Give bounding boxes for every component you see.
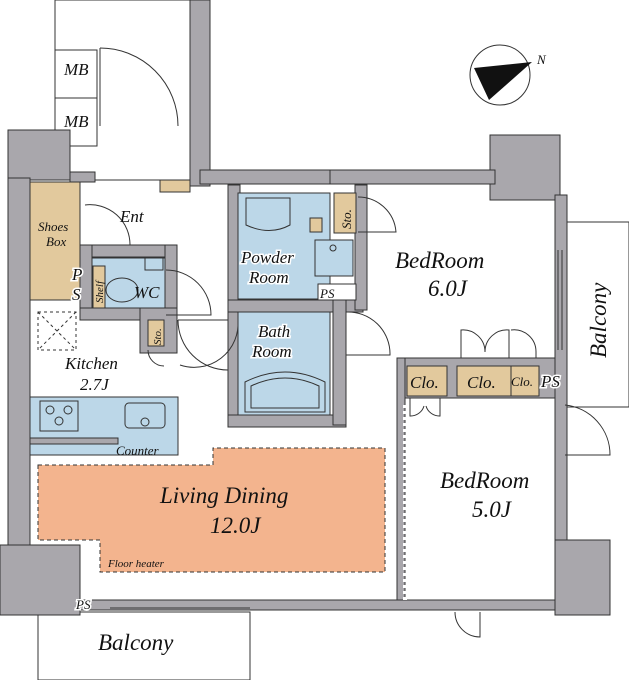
kitchen-size: 2.7J (80, 375, 110, 394)
sto-wc (147, 319, 165, 347)
washbasin-icon (245, 197, 291, 231)
kitchen-name: Kitchen (64, 354, 118, 373)
compass-icon: N (469, 44, 547, 106)
mb-lower-label: MB (63, 112, 89, 131)
balcony-bottom-label: Balcony (98, 630, 174, 655)
meter-box-upper (54, 49, 98, 99)
floor-heater-label: Floor heater (107, 558, 165, 570)
hall-door[interactable] (177, 319, 229, 371)
bath-door-swing (179, 319, 239, 368)
ps-bottom-label: PS (75, 597, 91, 612)
shelf-label: Shelf (94, 279, 106, 303)
living-dining-size: 12.0J (210, 513, 262, 538)
burner-icon (63, 405, 73, 415)
bedroom1-size: 6.0J (428, 276, 469, 301)
bath-room-label-2: Room (251, 342, 292, 361)
bedroom2-name: BedRoom (440, 468, 529, 493)
wc-shelf (92, 265, 106, 309)
closet-2-label: Clo. (467, 373, 496, 392)
sto-powder (333, 192, 357, 234)
entrance-door[interactable] (84, 204, 131, 246)
ps-left-p: P (71, 265, 82, 284)
burner-icon (54, 416, 64, 426)
shoes-box-label-1: Shoes (38, 219, 68, 234)
counter-wall (29, 437, 119, 445)
balcony-door[interactable] (564, 404, 611, 456)
living-dining-name: Living Dining (159, 483, 288, 508)
bedroom1-name: BedRoom (395, 248, 484, 273)
vent-cross-icon (37, 311, 77, 351)
closet-1-doors[interactable] (409, 398, 441, 417)
compass-north-label: N (536, 52, 547, 67)
toilet-tank-icon (144, 257, 164, 271)
toilet-icon (105, 277, 139, 303)
window-bottom (110, 607, 250, 613)
bathtub-icon (244, 371, 326, 413)
powder-room-label-2: Room (248, 268, 289, 287)
kitchen-counter (29, 396, 179, 456)
bathtub-inner-icon (250, 377, 320, 409)
bedroom2-size: 5.0J (472, 497, 513, 522)
bedroom1-door[interactable] (345, 311, 391, 356)
closet-3-label: Clo. (511, 374, 533, 389)
closet-1 (406, 365, 448, 397)
balcony-right (564, 221, 629, 408)
powder-shelf (309, 217, 323, 233)
sto-wc-label: Sto. (152, 328, 164, 345)
washing-machine-pan (314, 239, 354, 277)
ps-powder-label: PS (319, 286, 335, 301)
burner-icon (45, 405, 55, 415)
closet-1-label: Clo. (410, 373, 439, 392)
drain-icon (329, 244, 337, 252)
living-dining-floor-heater (37, 447, 386, 573)
kitchen-ceiling-vent (37, 311, 77, 351)
wc-label: WC (134, 283, 160, 302)
balcony-bottom (37, 611, 251, 680)
powder-room-label-1: Powder (240, 248, 294, 267)
bath-room (237, 311, 331, 416)
ps-left-s: S (72, 285, 81, 304)
sto-powder-label: Sto. (339, 209, 354, 229)
door-swing (99, 47, 179, 127)
entrance-label: Ent (119, 207, 145, 226)
wc-door[interactable] (165, 269, 212, 316)
sink-drain-icon (140, 417, 150, 427)
counter-label: Counter (116, 443, 160, 458)
storage-door[interactable] (357, 196, 397, 233)
mb-upper-label: MB (63, 60, 89, 79)
ps-powder-box (317, 283, 357, 301)
shoes-box-label-2: Box (46, 234, 66, 249)
ps-right-label: PS (540, 372, 560, 391)
bedroom2-window-door[interactable] (454, 611, 481, 638)
shelf-ent (159, 179, 191, 193)
sto-wc-door[interactable] (147, 349, 165, 367)
window (557, 250, 563, 350)
balcony-right-label: Balcony (586, 282, 611, 358)
sink-icon (124, 402, 166, 429)
bath-room-label-1: Bath (258, 322, 290, 341)
closet-doors[interactable] (460, 329, 537, 358)
closet-2 (456, 365, 512, 397)
shoes-box (29, 181, 81, 301)
closet-3 (510, 365, 540, 397)
stove-icon (39, 400, 79, 432)
